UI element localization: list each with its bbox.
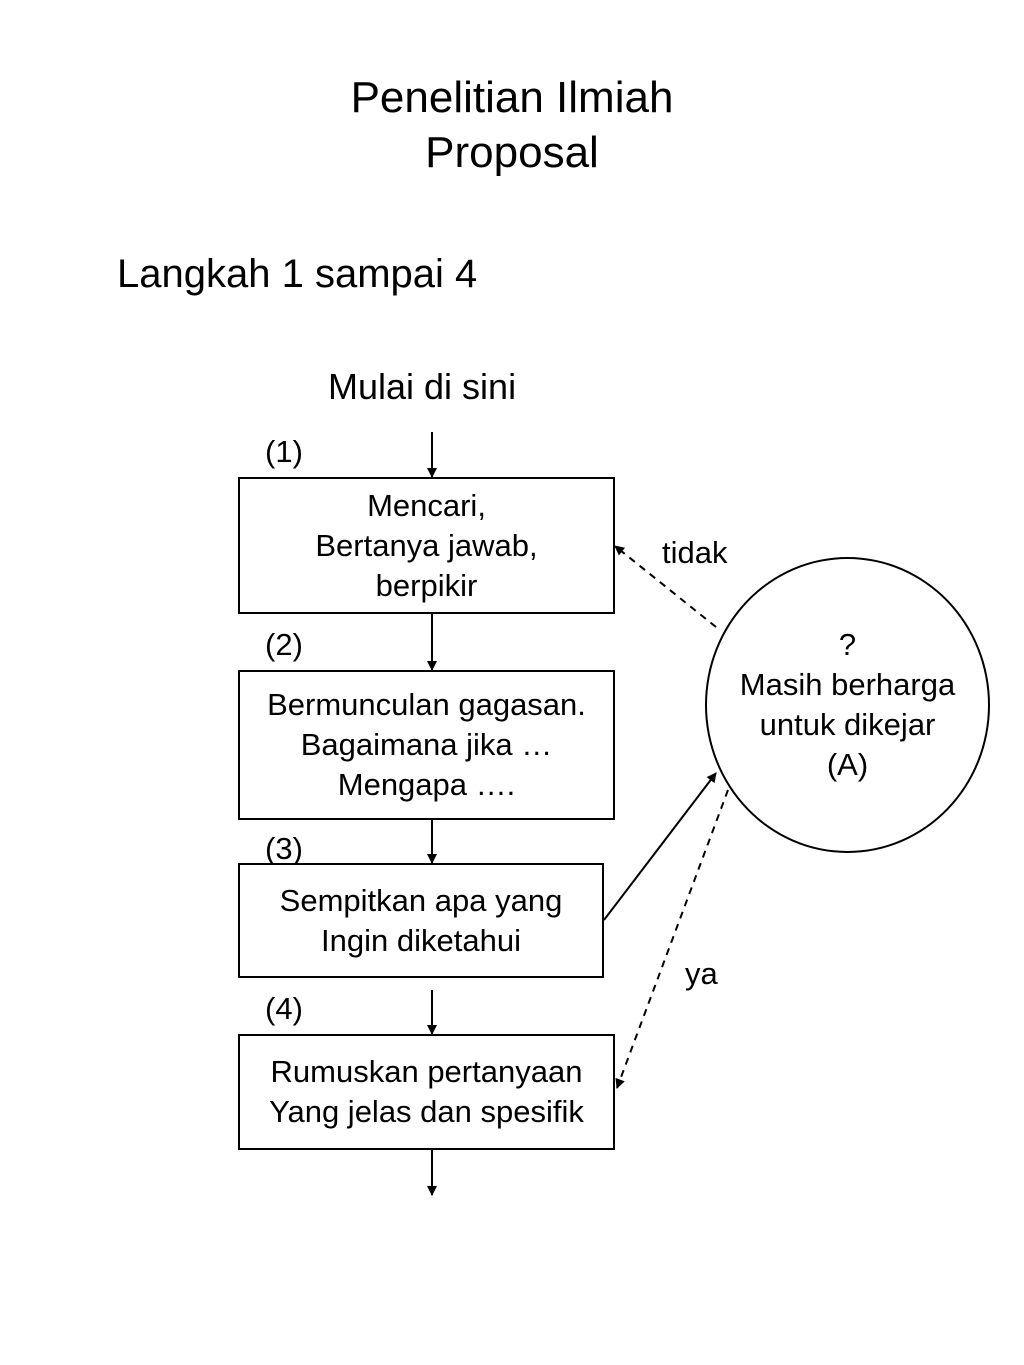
step-1-line-2: Bertanya jawab, — [315, 527, 538, 563]
step-box-2: Bermunculan gagasan. Bagaimana jika … Me… — [238, 670, 615, 820]
title-line-1: Penelitian Ilmiah — [350, 73, 674, 122]
decision-line-4: (A) — [826, 747, 869, 782]
step-number-4: (4) — [265, 991, 303, 1026]
step-2-line-1: Bermunculan gagasan. — [267, 687, 586, 722]
step-box-4: Rumuskan pertanyaan Yang jelas dan spesi… — [238, 1034, 615, 1150]
step-4-line-2: Yang jelas dan spesifik — [269, 1094, 584, 1129]
decision-line-2: Masih berharga — [739, 667, 956, 702]
subtitle: Langkah 1 sampai 4 — [117, 252, 478, 296]
start-label: Mulai di sini — [328, 366, 517, 407]
step-box-3: Sempitkan apa yang Ingin diketahui — [238, 863, 604, 978]
step-2-line-3: Mengapa …. — [337, 767, 516, 802]
decision-circle: ? Masih berharga untuk dikejar (A) — [705, 557, 990, 853]
decision-line-3: untuk dikejar — [759, 707, 936, 742]
step-4-line-1: Rumuskan pertanyaan — [270, 1054, 583, 1089]
step-1-line-1: Mencari, — [367, 487, 486, 523]
arrow-decision-no-to-step-1 — [614, 545, 717, 628]
step-number-3: (3) — [265, 831, 303, 866]
step-3-line-1: Sempitkan apa yang — [279, 882, 563, 918]
step-3-line-2: Ingin diketahui — [321, 922, 521, 958]
step-1-line-3: berpikir — [375, 567, 478, 603]
arrow-step-3-to-decision — [603, 772, 717, 921]
step-box-1: Mencari, Bertanya jawab, berpikir — [238, 477, 615, 614]
decision-line-1: ? — [838, 627, 857, 662]
edge-label-yes: ya — [685, 956, 718, 991]
arrow-decision-yes-to-step-4 — [615, 789, 729, 1089]
title-line-2: Proposal — [425, 128, 599, 177]
step-number-1: (1) — [265, 434, 303, 469]
step-2-line-2: Bagaimana jika … — [300, 727, 553, 762]
step-number-2: (2) — [265, 627, 303, 662]
edge-label-no: tidak — [662, 535, 728, 570]
